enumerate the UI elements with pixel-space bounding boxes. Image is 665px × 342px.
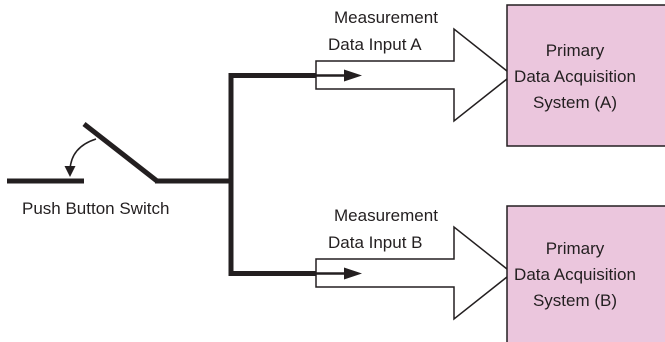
signal-pointer-head-b: [344, 267, 362, 280]
press-direction-arrow: [69, 138, 97, 171]
press-direction-arrowhead: [64, 166, 76, 177]
system-a-line2: Data Acquisition: [514, 67, 636, 86]
system-a-line1: Primary: [546, 41, 605, 60]
push-button-switch: [7, 122, 159, 184]
system-box-a: Primary Data Acquisition System (A): [506, 4, 665, 147]
signal-pointer-head-a: [344, 69, 362, 82]
data-input-arrow-b: [315, 225, 514, 321]
system-b-line3: System (B): [533, 291, 617, 310]
input-label-a: Measurement Data Input A: [328, 8, 438, 54]
input-label-a-line2: Data Input A: [328, 35, 422, 54]
system-a-line3: System (A): [533, 93, 617, 112]
input-label-b-line2: Data Input B: [328, 233, 423, 252]
system-box-b: Primary Data Acquisition System (B): [506, 205, 665, 342]
switch-lever: [82, 122, 159, 183]
input-label-b: Measurement Data Input B: [328, 206, 438, 252]
system-box-b-rect: [506, 205, 665, 342]
data-input-arrow-a: [315, 27, 514, 123]
input-label-a-line1: Measurement: [334, 8, 438, 27]
system-box-a-rect: [506, 4, 665, 147]
input-label-b-line1: Measurement: [334, 206, 438, 225]
switch-label: Push Button Switch: [22, 199, 169, 218]
system-b-line2: Data Acquisition: [514, 265, 636, 284]
arrow-outline-b: [315, 225, 514, 321]
system-b-line1: Primary: [546, 239, 605, 258]
arrow-outline-a: [315, 27, 514, 123]
signal-wire: [155, 73, 316, 276]
